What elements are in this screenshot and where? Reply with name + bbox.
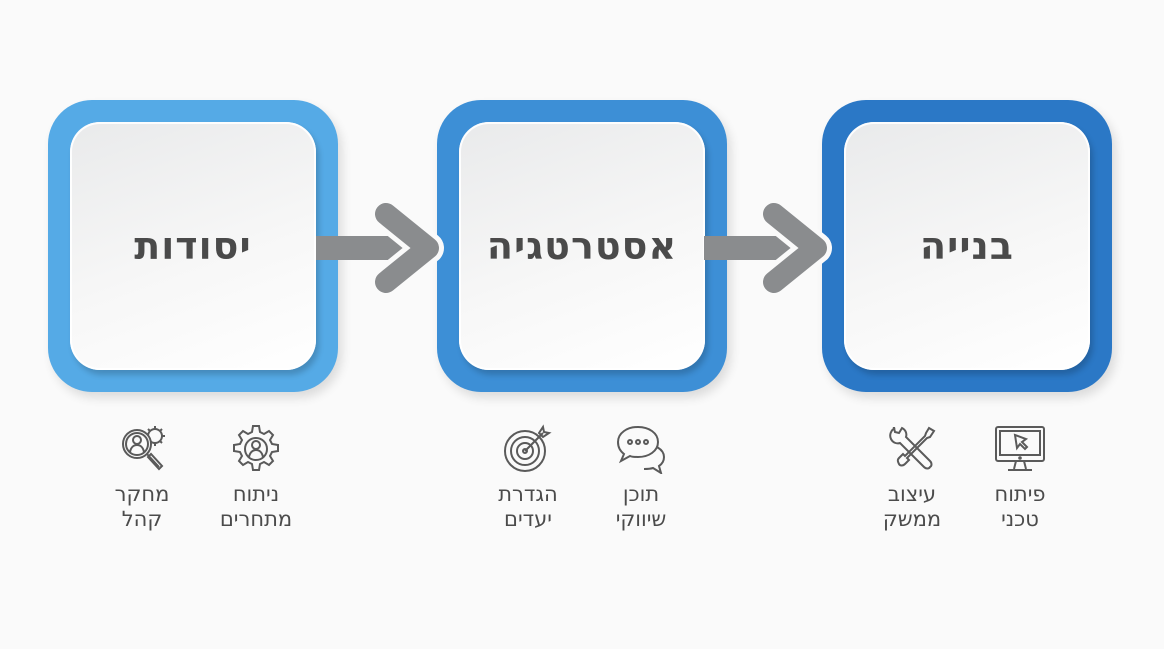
sub-item-technical-development: פיתוח טכני xyxy=(970,424,1070,532)
step-title-foundations: יסודות xyxy=(134,224,252,268)
step-title-strategy: אסטרטגיה xyxy=(486,224,678,268)
sub-label-line1: עיצוב xyxy=(887,482,937,506)
sub-label-line2: מתחרים xyxy=(219,507,293,531)
monitor-cursor-icon xyxy=(995,426,1045,471)
sub-label-line1: פיתוח xyxy=(994,482,1046,506)
target-icon xyxy=(504,424,552,472)
step-frame-build: בנייה xyxy=(822,100,1112,392)
arrow-right-icon xyxy=(704,200,832,298)
step-card-strategy: אסטרטגיה xyxy=(459,122,705,370)
step-frame-foundations: יסודות xyxy=(48,100,338,392)
sub-label-line1: ניתוח xyxy=(232,482,280,506)
step-card-build: בנייה xyxy=(844,122,1090,370)
sub-label-line2: יעדים xyxy=(504,507,552,531)
sub-label-line1: הגדרת xyxy=(498,482,558,506)
sub-item-goal-setting: הגדרת יעדים xyxy=(478,424,578,532)
sub-label-line2: קהל xyxy=(121,507,163,531)
sub-item-competitor-analysis: ניתוח מתחרים xyxy=(206,424,306,532)
sub-label-line2: טכני xyxy=(1001,507,1039,531)
sub-label-line1: מחקר xyxy=(114,482,170,506)
audience-search-icon xyxy=(122,426,165,471)
gear-user-icon xyxy=(233,425,279,471)
step-frame-strategy: אסטרטגיה xyxy=(437,100,727,392)
sub-label-line2: שיווקי xyxy=(615,507,667,531)
sub-item-marketing-content: תוכן שיווקי xyxy=(591,424,691,532)
sub-item-audience-research: מחקר קהל xyxy=(92,424,192,532)
arrow-right-icon xyxy=(316,200,444,298)
wrench-screwdriver-icon xyxy=(889,426,936,470)
sub-label-line2: ממשק xyxy=(882,507,942,531)
step-card-foundations: יסודות xyxy=(70,122,316,370)
sub-item-interface-design: עיצוב ממשק xyxy=(862,424,962,532)
sub-label-line1: תוכן xyxy=(622,482,660,506)
chat-bubbles-icon xyxy=(616,425,666,474)
step-title-build: בנייה xyxy=(920,224,1014,268)
